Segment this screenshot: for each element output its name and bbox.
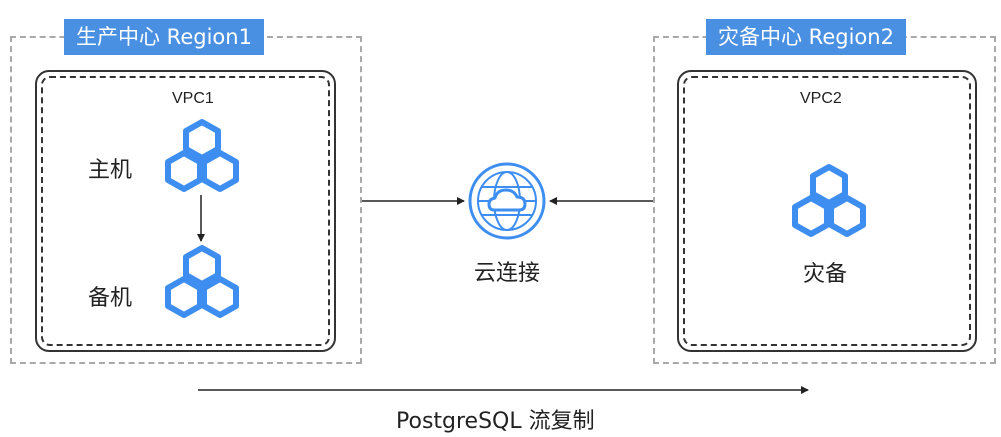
production-region-label: 生产中心 Region1 <box>64 19 264 55</box>
primary-host-icon <box>165 119 239 192</box>
primary-host-label: 主机 <box>88 158 133 183</box>
replication-label: PostgreSQL 流复制 <box>396 409 595 434</box>
disaster-node-icon <box>792 164 866 237</box>
vpc1-label: VPC1 <box>172 90 214 107</box>
disaster-node-label: 灾备 <box>803 262 848 287</box>
vpc1-outer-frame <box>35 70 336 352</box>
vpc2-label: VPC2 <box>800 90 842 107</box>
standby-host-icon <box>165 245 239 318</box>
vpc1-inner-frame <box>41 76 330 346</box>
vpc2-inner-frame <box>683 76 971 346</box>
globe-cloud-icon <box>468 162 546 240</box>
cloud-connect-label: 云连接 <box>474 261 541 286</box>
vpc2-outer-frame <box>677 70 977 352</box>
disaster-region-label: 灾备中心 Region2 <box>706 19 906 55</box>
standby-host-label: 备机 <box>88 286 133 311</box>
